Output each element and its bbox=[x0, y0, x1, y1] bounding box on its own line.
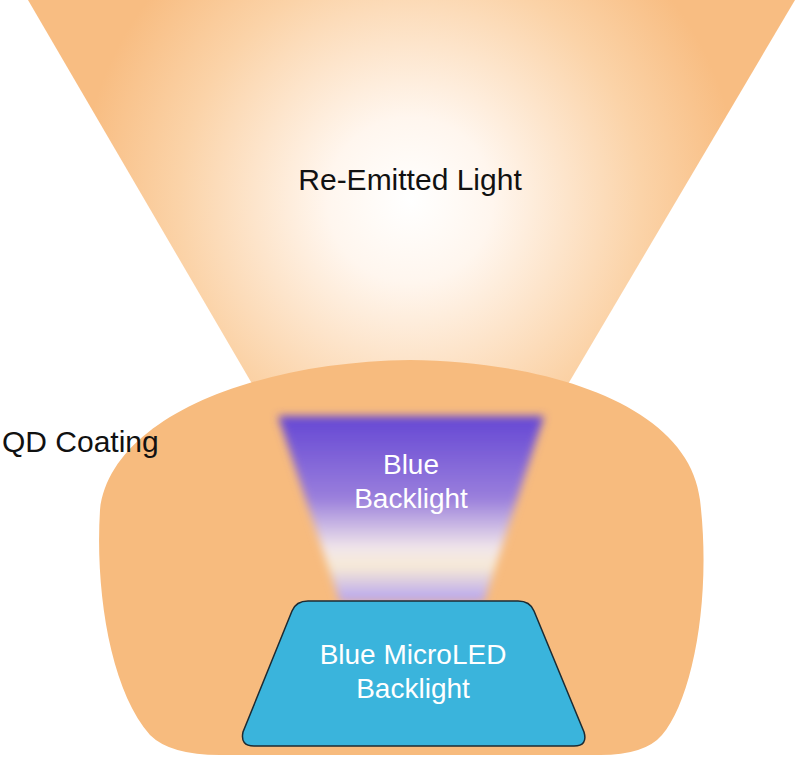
qd-coating-dome: QD CoatingBlue BacklightBlue MicroLED Ba… bbox=[95, 355, 707, 758]
beam-label: Blue Backlight bbox=[336, 448, 486, 515]
re-emitted-light-cone-outline bbox=[0, 0, 795, 420]
coating-label: QD Coating bbox=[2, 424, 192, 460]
microled-label: Blue MicroLED Backlight bbox=[298, 638, 528, 705]
cone-label: Re-Emitted Light bbox=[240, 162, 580, 198]
re-emitted-light-cone: Re-Emitted Light bbox=[0, 0, 795, 420]
microled-backlight-block: Blue MicroLED Backlight bbox=[238, 598, 588, 750]
blue-backlight-beam: Blue Backlight bbox=[272, 410, 550, 605]
